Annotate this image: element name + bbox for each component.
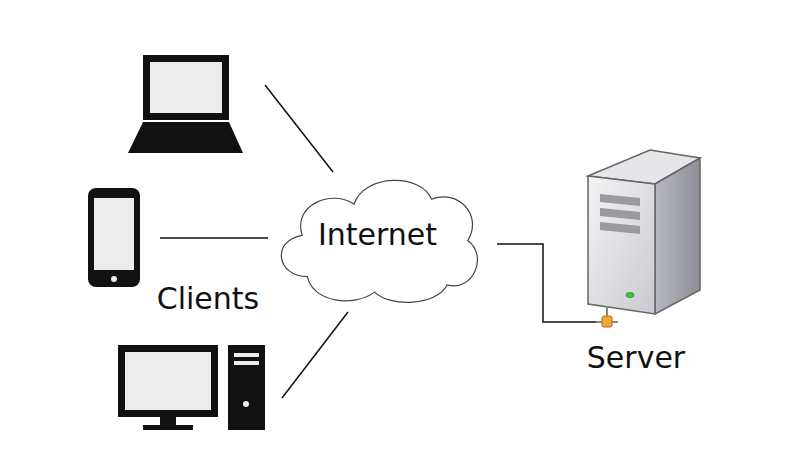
phone-icon (88, 188, 140, 287)
device-label: Server (587, 340, 685, 375)
server-icon (588, 150, 700, 327)
node-text: Internet (318, 217, 437, 252)
group-label: Clients (157, 281, 259, 316)
cloud-node: Internet (266, 163, 489, 308)
desktop-icon (118, 345, 265, 430)
server-wire (497, 244, 596, 322)
laptop-icon (128, 55, 243, 153)
